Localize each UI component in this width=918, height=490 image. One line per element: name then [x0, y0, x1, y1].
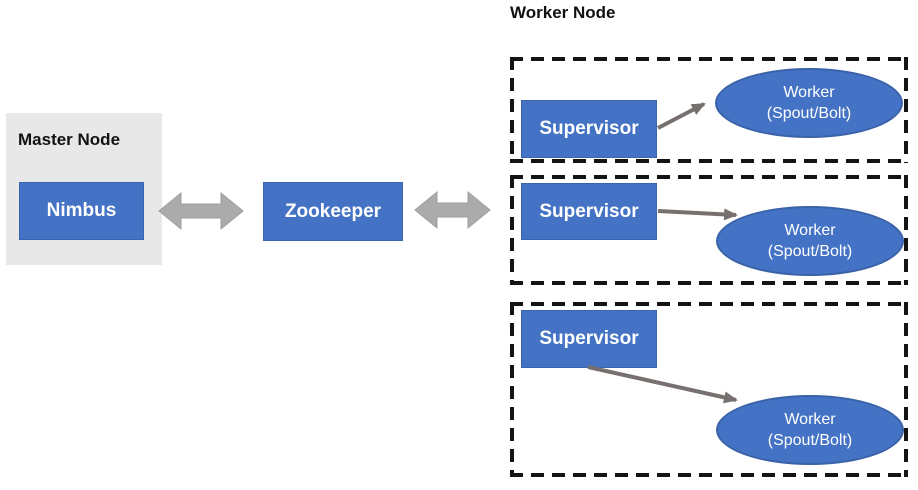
supervisor-node: Supervisor	[521, 310, 657, 368]
worker-ellipse: Worker (Spout/Bolt)	[716, 395, 904, 465]
worker-ellipse-title: Worker	[784, 222, 836, 239]
worker-ellipse-subtitle: (Spout/Bolt)	[767, 432, 853, 449]
master-node-label: Master Node	[18, 130, 121, 149]
supervisor-node: Supervisor	[521, 183, 657, 240]
worker-ellipse-subtitle: (Spout/Bolt)	[767, 243, 853, 260]
worker-ellipse-title: Worker	[783, 84, 835, 101]
master-node-group: Master Node Nimbus	[6, 113, 162, 265]
nimbus-node: Nimbus	[19, 182, 144, 240]
zookeeper-worker-double-arrow-icon	[414, 190, 491, 230]
worker-ellipse: Worker (Spout/Bolt)	[715, 68, 903, 138]
supervisor-node: Supervisor	[521, 100, 657, 158]
worker-ellipse-subtitle: (Spout/Bolt)	[766, 105, 852, 122]
worker-ellipse: Worker (Spout/Bolt)	[716, 206, 904, 276]
worker-ellipse-title: Worker	[784, 411, 836, 428]
zookeeper-node: Zookeeper	[263, 182, 403, 241]
nimbus-zookeeper-double-arrow-icon	[158, 191, 244, 231]
worker-node-label: Worker Node	[510, 3, 616, 22]
